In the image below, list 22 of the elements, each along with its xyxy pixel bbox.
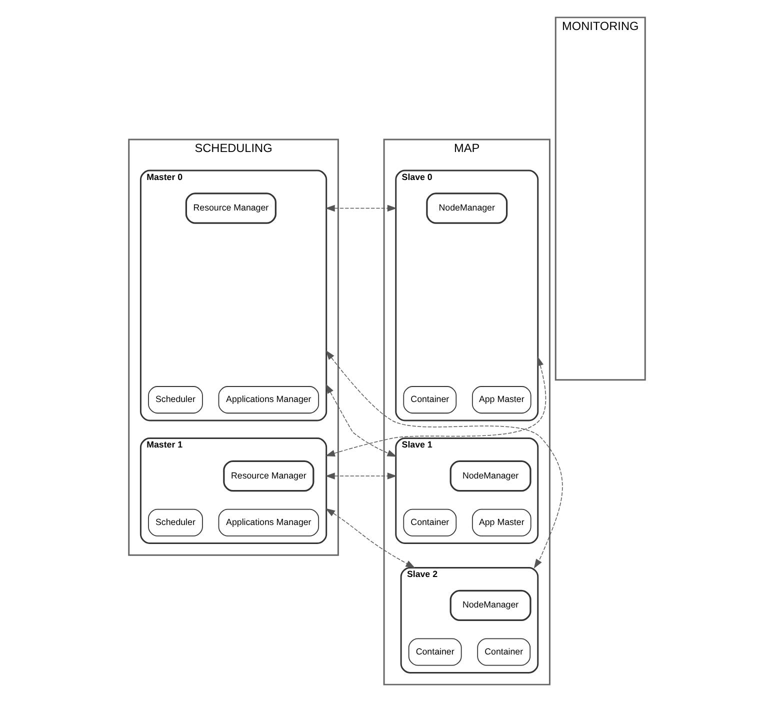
arrow <box>325 472 397 480</box>
node-box: NodeManager <box>426 192 508 224</box>
node-box: Container <box>403 508 457 536</box>
node-box: Applications Manager <box>218 508 320 536</box>
node-box: Applications Manager <box>218 386 320 414</box>
node-box: MONITORING <box>554 16 646 381</box>
arrow <box>325 204 397 212</box>
node-box: Container <box>477 638 531 666</box>
arrow <box>326 350 563 569</box>
node-box: Scheduler <box>148 386 203 414</box>
node-box: Container <box>408 638 462 666</box>
arrow <box>325 508 416 568</box>
node-box: Resource Manager <box>223 460 314 492</box>
node-box: NodeManager <box>450 590 532 622</box>
node-box: Resource Manager <box>185 192 276 224</box>
node-box: App Master <box>472 386 532 414</box>
node-box: Scheduler <box>148 508 203 536</box>
arrow <box>325 356 546 456</box>
arrow <box>326 384 397 457</box>
node-box: Container <box>403 386 457 414</box>
node-box: NodeManager <box>450 460 532 492</box>
node-box: App Master <box>472 508 532 536</box>
